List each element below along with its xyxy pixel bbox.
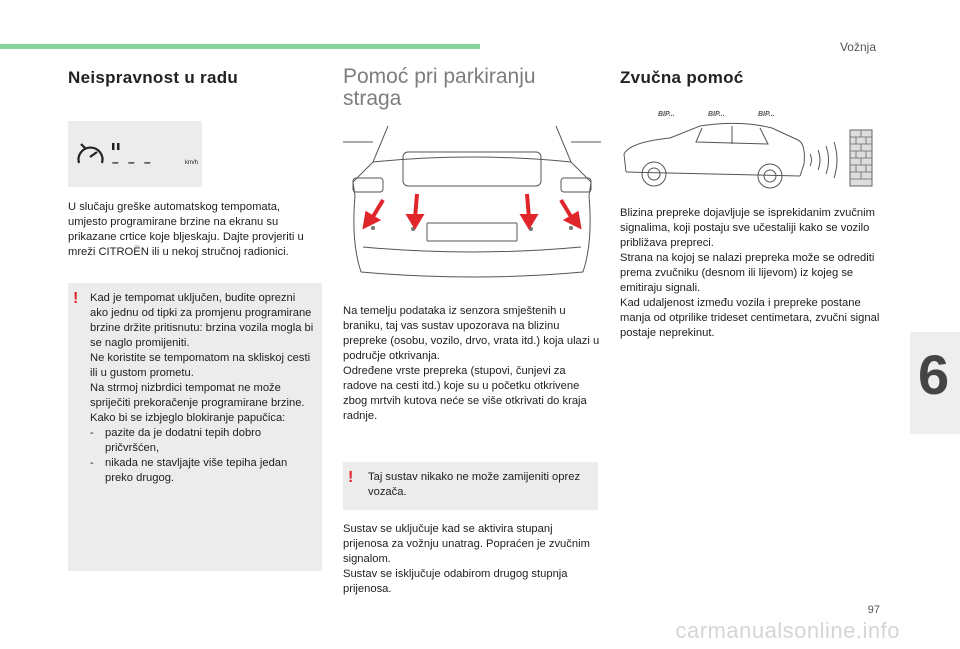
chapter-number: 6 <box>918 343 950 406</box>
parking-paragraph: Na temelju podataka iz senzora smješteni… <box>343 305 600 362</box>
warning-box-parking: ! Taj sustav nikako ne može zamijeniti o… <box>343 462 598 510</box>
rear-bumper-sensors-illustration <box>343 125 601 278</box>
warning-line: Na strmoj nizbrdici tempomat ne može spr… <box>90 382 305 409</box>
bullet-item: -pazite da je dodatni tepih dobro pričvr… <box>90 427 262 454</box>
parking-paragraph: Sustav se isključuje odabirom drugog stu… <box>343 568 568 595</box>
speed-display-illustration: – – – km/h <box>68 121 202 187</box>
sensor-arrows <box>362 193 582 230</box>
warning-line: Kad je tempomat uključen, budite oprezni… <box>90 292 314 349</box>
warning-icon: ! <box>348 469 354 486</box>
audible-paragraph: Strana na kojoj se nalazi prepreka može … <box>620 252 875 294</box>
warning-icon: ! <box>73 290 79 307</box>
chapter-tab: 6 <box>910 332 960 434</box>
flashing-dashes: – – – <box>112 155 154 169</box>
malfunction-paragraph: U slučaju greške automatskog tempomata, … <box>68 201 304 258</box>
bullet-item: -nikada ne stavljajte više tepiha jedan … <box>90 457 288 484</box>
section-header: Vožnja <box>839 40 876 54</box>
section-title-malfunction: Neispravnost u radu <box>68 68 239 87</box>
section-title-audible: Zvučna pomoć <box>620 68 744 87</box>
car-obstacle-illustration: BIP... BIP... BIP... <box>623 111 873 189</box>
warning-box-cruise: ! Kad je tempomat uključen, budite oprez… <box>68 283 322 571</box>
cruise-control-icon <box>77 143 120 164</box>
parking-activation: Sustav se uključuje kad se aktivira stup… <box>343 522 601 597</box>
bip-label: BIP... <box>758 111 775 118</box>
audible-paragraph: Kad udaljenost između vozila i prepreke … <box>620 297 880 339</box>
column-rear-parking: Pomoć pri parkiranju straga <box>343 60 601 595</box>
warning-line: Ne koristite se tempomatom na skliskoj c… <box>90 352 311 379</box>
audible-paragraph: Blizina prepreke dojavljuje se isprekida… <box>620 207 875 249</box>
column-audible-assist: Zvučna pomoć BIP... BIP... BIP... <box>620 60 880 339</box>
bip-label: BIP... <box>708 111 725 118</box>
top-accent-bar <box>0 44 480 49</box>
parking-paragraph: Sustav se uključuje kad se aktivira stup… <box>343 523 590 565</box>
bip-label: BIP... <box>658 111 675 118</box>
column-malfunction: Neispravnost u radu – – – km/h U slučaju… <box>68 60 322 571</box>
parking-description: Na temelju podataka iz senzora smješteni… <box>343 304 601 424</box>
watermark: carmanualsonline.info <box>675 618 900 643</box>
audible-description: Blizina prepreke dojavljuje se isprekida… <box>620 206 880 341</box>
section-title-parking: Pomoć pri parkiranju straga <box>343 65 536 110</box>
page-number: 97 <box>867 604 880 616</box>
speed-unit: km/h <box>184 160 198 166</box>
warning-line: Kako bi se izbjeglo blokiranje papučica: <box>90 412 286 424</box>
parking-paragraph: Određene vrste prepreka (stupovi, čunjev… <box>343 365 587 422</box>
brick-wall-icon <box>849 129 873 187</box>
